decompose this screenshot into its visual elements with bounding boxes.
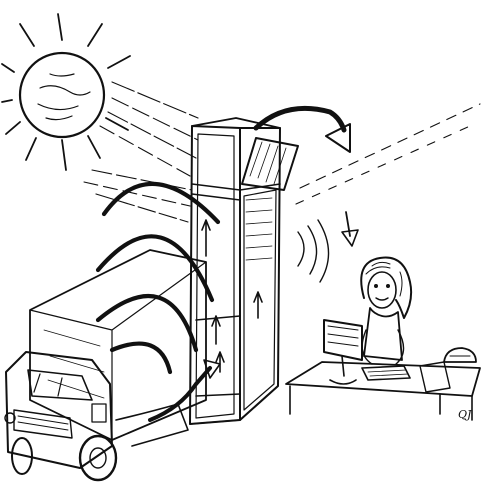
- reduced-noise-waves: [298, 220, 329, 282]
- cavity-up-arrow-2: [212, 316, 220, 344]
- keyboard-keys: [368, 370, 408, 376]
- open-top-vent-flap[interactable]: [242, 138, 298, 190]
- lamp-shade: [444, 348, 476, 362]
- signature-text: QJ: [458, 408, 472, 421]
- cavity-up-arrow-3: [254, 292, 262, 318]
- worker-face: [368, 272, 396, 308]
- sun-disc: [20, 53, 104, 137]
- keyboard-body: [362, 366, 410, 380]
- facade-blinds: [246, 198, 272, 260]
- truck-cargo-box: [30, 250, 206, 440]
- intake-arrow-body: [150, 368, 210, 420]
- truck-front-wheel: [80, 436, 116, 480]
- truck: [5, 250, 206, 480]
- fresh-air-arrow-body: [346, 212, 350, 236]
- cavity-up-arrow-1: [202, 220, 210, 256]
- worker-right-eye: [386, 284, 390, 288]
- worker-torso: [364, 308, 402, 360]
- exhaust-arrow-body: [256, 108, 344, 130]
- desk: [286, 362, 480, 420]
- truck-grille: [14, 410, 72, 438]
- truck-side-mirror: [92, 404, 106, 422]
- worker-smile: [376, 298, 388, 300]
- truck-front-hub: [90, 448, 106, 468]
- sun-shading: [38, 74, 90, 120]
- desk-legs: [290, 386, 472, 420]
- worker-left-eye: [374, 284, 378, 288]
- sun-rays-long: [84, 82, 480, 222]
- truck-grille-lines: [18, 416, 68, 430]
- artist-signature: QJ: [458, 408, 472, 421]
- monitor-stand: [330, 356, 356, 384]
- exhaust-arrow-head: [326, 124, 350, 152]
- truck-chassis: [116, 404, 188, 446]
- sun: [2, 14, 130, 170]
- truck-wipers: [34, 374, 62, 396]
- keyboard: [362, 366, 410, 380]
- noise-waves: [98, 184, 218, 372]
- airflow-arrows: [150, 108, 358, 420]
- desk-lamp: [444, 348, 476, 362]
- monitor-screen-lines: [328, 326, 358, 346]
- office-worker: [361, 258, 411, 365]
- computer-monitor: [324, 320, 362, 384]
